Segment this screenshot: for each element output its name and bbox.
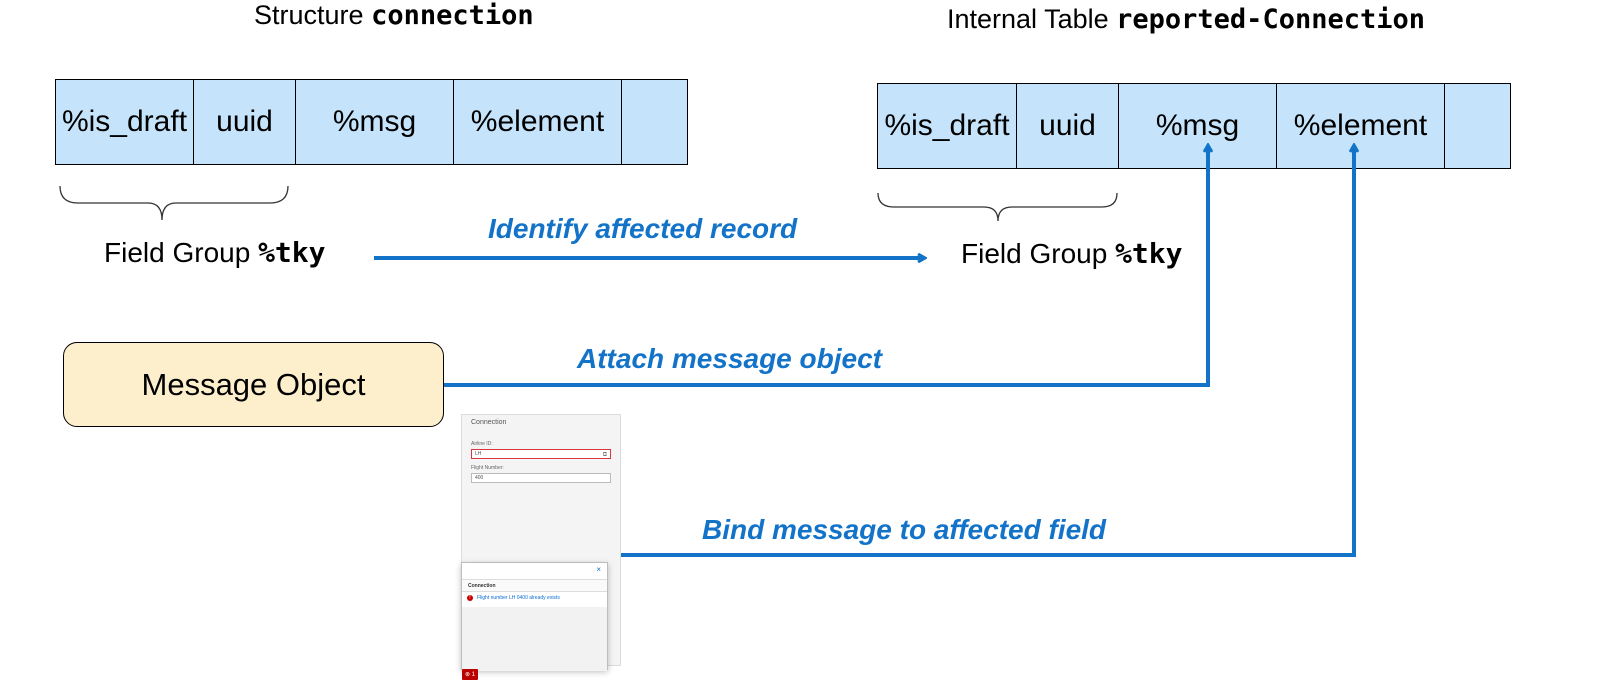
flight-number-label: Flight Number:: [471, 465, 504, 471]
value-help-icon[interactable]: ⧉: [602, 452, 607, 458]
right-title-prefix: Internal Table: [947, 4, 1109, 34]
message-object-label: Message Object: [141, 366, 366, 402]
message-text[interactable]: Flight number LH 0400 already exists: [477, 595, 560, 601]
right-col-msg: %msg: [1119, 84, 1277, 168]
error-count-badge[interactable]: ⊗ 1: [462, 669, 478, 680]
left-title-prefix: Structure: [254, 0, 364, 30]
left-fg-prefix: Field Group: [104, 237, 251, 268]
message-object-box: Message Object: [63, 342, 444, 427]
right-field-group-label: Field Group %tky: [961, 237, 1183, 270]
error-icon: !: [467, 595, 473, 601]
message-item[interactable]: ! Flight number LH 0400 already exists: [467, 595, 560, 601]
right-table-title: Internal Table reported-Connection: [947, 4, 1425, 35]
screenshot-title: Connection: [471, 419, 507, 426]
popover-header: Connection: [462, 579, 607, 592]
attach-arrow: [444, 146, 1208, 387]
left-fg-name: %tky: [258, 236, 326, 269]
popover-body: [462, 607, 607, 671]
left-col-msg: %msg: [296, 80, 454, 164]
message-popover: × Connection ! Flight number LH 0400 alr…: [461, 562, 608, 671]
right-col-uuid: uuid: [1017, 84, 1119, 168]
right-brace: [877, 192, 1118, 222]
left-structure-row: %is_draft uuid %msg %element: [55, 79, 688, 165]
flight-number-value: 400: [475, 475, 484, 481]
left-col-is-draft: %is_draft: [56, 80, 194, 164]
airline-id-input[interactable]: LH ⧉: [471, 449, 611, 459]
bind-arrow: [621, 146, 1354, 557]
left-col-uuid: uuid: [194, 80, 296, 164]
airline-id-label: Airline ID:: [471, 441, 493, 447]
right-fg-name: %tky: [1115, 237, 1183, 270]
bind-arrow-label: Bind message to affected field: [702, 514, 1107, 545]
right-table-row: %is_draft uuid %msg %element: [877, 83, 1511, 169]
close-icon[interactable]: ×: [596, 565, 601, 574]
airline-id-value: LH: [475, 451, 482, 457]
left-title-name: connection: [371, 0, 534, 31]
attach-arrow-label: Attach message object: [577, 343, 882, 374]
right-title-name: reported-Connection: [1116, 4, 1425, 35]
right-col-element: %element: [1277, 84, 1445, 168]
left-field-group-label: Field Group %tky: [104, 236, 326, 269]
right-fg-prefix: Field Group: [961, 238, 1108, 269]
left-col-element: %element: [454, 80, 622, 164]
left-structure-title: Structure connection: [254, 0, 534, 31]
flight-number-input[interactable]: 400: [471, 473, 611, 483]
left-brace: [59, 185, 289, 221]
right-col-is-draft: %is_draft: [878, 84, 1017, 168]
identify-arrow-label: Identify affected record: [488, 213, 798, 244]
